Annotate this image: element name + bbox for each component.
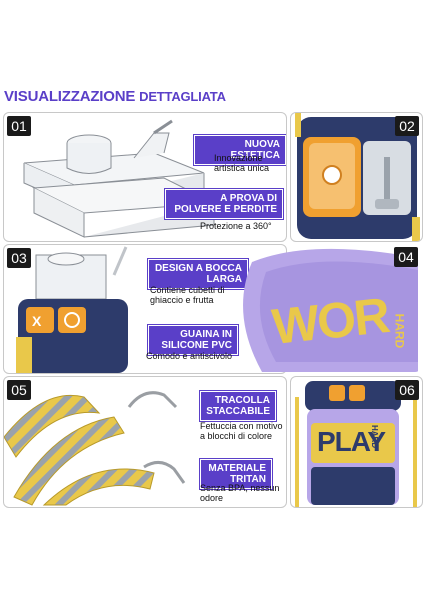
title-main: VISUALIZZAZIONE <box>4 88 136 105</box>
detachable-strap-image <box>4 391 186 506</box>
bottle-print-text-small: HARD <box>370 425 379 449</box>
sleeve-print-text-small: HARD <box>392 313 407 349</box>
panel-number: 02 <box>395 116 419 136</box>
feature-tag: TRACOLLA STACCABILE <box>200 391 276 421</box>
panel-number: 01 <box>7 116 31 136</box>
feature-description: Senza BPA, nessun odore <box>200 483 280 503</box>
lid-compartment-image <box>295 113 420 241</box>
panel-03: X 03 DESIGN A BOCCA LARGA Contiene cubet… <box>3 244 287 374</box>
feature-description: Innovazione artistica unica <box>214 153 270 173</box>
feature-tag: GUAINA IN SILICONE PVC <box>148 325 238 355</box>
panel-number: 06 <box>395 380 419 400</box>
panel-05: 05 TRACOLLA STACCABILE Fettuccia con mot… <box>3 376 287 508</box>
panel-04: WOR HARD 04 <box>232 244 421 372</box>
bottle-wide-mouth-image: X <box>16 246 128 373</box>
feature-description: Contiene cubetti di ghiaccio e frutta <box>150 285 225 305</box>
transparent-bottle-exploded-image <box>23 119 216 238</box>
panel-06: PLAY HARD 06 <box>290 376 423 508</box>
svg-text:X: X <box>32 313 42 329</box>
title-sub: DETTAGLIATA <box>139 89 226 104</box>
page-title: VISUALIZZAZIONE DETTAGLIATA <box>4 88 226 105</box>
feature-tag: NUOVA ESTETICA <box>194 135 286 165</box>
feature-tag: DESIGN A BOCCA LARGA <box>148 259 248 289</box>
silicone-sleeve-image <box>243 248 418 372</box>
feature-description: Comodo e antiscivolo <box>146 351 233 361</box>
panel-02: 02 <box>290 112 423 242</box>
feature-tag: MATERIALE TRITAN <box>200 459 272 489</box>
feature-description: Protezione a 360° <box>200 221 272 231</box>
bottle-print-text: PLAY <box>317 426 386 457</box>
panel-number: 03 <box>7 248 31 268</box>
panel-number: 04 <box>394 247 418 267</box>
bottle-front-image <box>295 381 417 507</box>
panel-number: 05 <box>7 380 31 400</box>
feature-tag: A PROVA DI POLVERE E PERDITE <box>165 189 283 219</box>
panel-01: 01 NUOVA ESTETICA Innovazione artistica … <box>3 112 287 242</box>
sleeve-print-text: WOR <box>269 287 391 355</box>
feature-description: Fettuccia con motivo a blocchi di colore <box>200 421 283 441</box>
